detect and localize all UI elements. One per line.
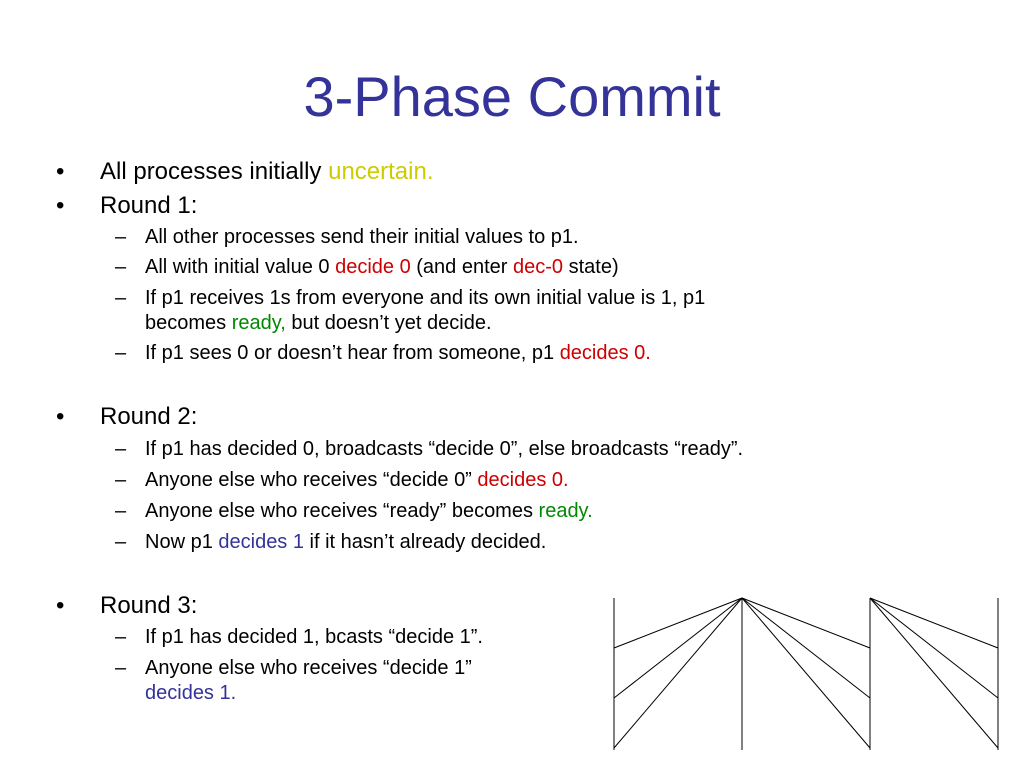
round-2-item-becomes-ready: – Anyone else who receives “ready” becom… (115, 499, 593, 524)
round-3-item-bcast-decide-1: – If p1 has decided 1, bcasts “decide 1”… (115, 625, 483, 650)
round-2-heading: Round 2: (100, 403, 198, 430)
item-text: becomes (145, 312, 232, 334)
dash-icon: – (115, 438, 127, 460)
item-text: Now p1 (145, 531, 219, 553)
item-text-line-1: Anyone else who receives “decide 1” (145, 657, 472, 679)
bullet-initially-uncertain: • All processes initially uncertain. (56, 158, 434, 186)
dash-icon: – (115, 531, 127, 553)
round-1-item-p1-ready: – If p1 receives 1s from everyone and it… (115, 286, 706, 336)
dash-icon: – (115, 626, 127, 648)
ready-highlight: ready, (231, 312, 286, 334)
bullet-icon: • (56, 592, 65, 619)
message-arrow (613, 597, 743, 749)
bullet-icon: • (56, 403, 65, 430)
dash-icon: – (115, 226, 127, 248)
bullet-round-2: • Round 2: (56, 403, 198, 431)
bullet-icon: • (56, 158, 65, 185)
ready-highlight: ready. (538, 500, 593, 522)
item-text-line-1: If p1 receives 1s from everyone and its … (145, 287, 706, 309)
bullet-icon: • (56, 192, 65, 219)
item-text: If p1 has decided 0, broadcasts “decide … (145, 438, 744, 460)
item-text: All with initial value 0 (145, 256, 336, 278)
bullet-text: All processes initially (100, 158, 329, 185)
item-text: but doesn’t yet decide. (285, 312, 492, 334)
uncertain-highlight: uncertain. (328, 158, 434, 185)
bullet-round-3: • Round 3: (56, 592, 198, 620)
item-text: Anyone else who receives “ready” becomes (145, 500, 539, 522)
message-arrow (869, 597, 999, 649)
dash-icon: – (115, 256, 127, 278)
round-2-item-broadcast: – If p1 has decided 0, broadcasts “decid… (115, 437, 744, 462)
decides-0-highlight: decides 0. (477, 469, 569, 491)
round-1-item-p1-decides-0: – If p1 sees 0 or doesn’t hear from some… (115, 341, 651, 366)
dash-icon: – (115, 342, 127, 364)
decides-0-highlight: decides 0. (559, 342, 651, 364)
message-arrow (741, 597, 871, 699)
item-text: If p1 sees 0 or doesn’t hear from someon… (145, 342, 560, 364)
round-1-item-send-values: – All other processes send their initial… (115, 225, 579, 250)
message-arrow (741, 597, 871, 649)
decides-1-highlight: decides 1. (145, 682, 237, 704)
message-arrow (869, 597, 999, 699)
round-1-item-decide-0: – All with initial value 0 decide 0 (and… (115, 255, 619, 280)
round-1-heading: Round 1: (100, 192, 198, 219)
dash-icon: – (115, 500, 127, 522)
item-text: if it hasn’t already decided. (304, 531, 547, 553)
message-arrow (613, 597, 743, 699)
round-2-item-p1-decides-1: – Now p1 decides 1 if it hasn’t already … (115, 530, 547, 555)
bullet-round-1: • Round 1: (56, 192, 198, 220)
item-text: If p1 has decided 1, bcasts “decide 1”. (145, 626, 483, 648)
decides-1-highlight: decides 1 (218, 531, 304, 553)
message-arrow (741, 597, 871, 749)
decide-0-highlight: decide 0 (335, 256, 411, 278)
item-text: state) (563, 256, 619, 278)
item-text: Anyone else who receives “decide 0” (145, 469, 478, 491)
dec-0-highlight: dec-0 (513, 256, 564, 278)
round-3-heading: Round 3: (100, 592, 198, 619)
item-text: (and enter (410, 256, 514, 278)
round-3-item-decides-1: – Anyone else who receives “decide 1” de… (115, 656, 472, 706)
dash-icon: – (115, 469, 127, 491)
message-arrow (613, 597, 743, 649)
item-text: All other processes send their initial v… (145, 226, 579, 248)
dash-icon: – (115, 287, 127, 309)
slide-title: 3-Phase Commit (303, 65, 721, 128)
message-arrow (869, 597, 999, 749)
dash-icon: – (115, 657, 127, 679)
round-2-item-decides-0: – Anyone else who receives “decide 0” de… (115, 468, 569, 493)
